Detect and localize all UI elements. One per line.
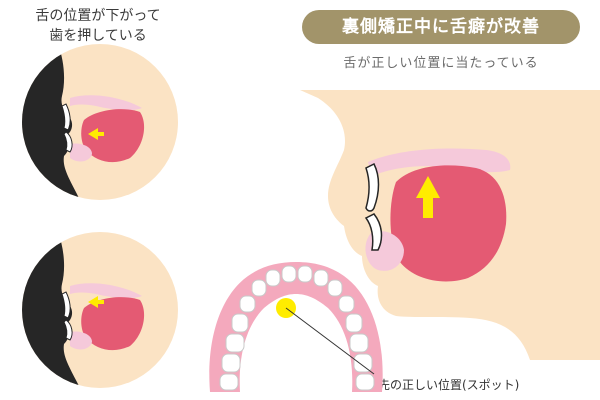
tooth-icon xyxy=(219,265,375,391)
face-silhouette-top xyxy=(22,44,80,200)
low-tongue-circle-bottom xyxy=(22,232,178,388)
dental-arch xyxy=(209,262,383,392)
improvement-badge: 裏側矯正中に舌癖が改善 xyxy=(302,10,580,44)
low-tongue-caption-line1: 舌の位置が下がって xyxy=(35,8,161,24)
spot-label: 舌先の正しい位置(スポット) xyxy=(366,378,520,392)
low-tongue-circle-top xyxy=(22,44,178,200)
spot-leader-line xyxy=(285,307,375,375)
left-arrow-icon xyxy=(88,296,104,308)
tongue-top xyxy=(81,109,145,163)
face-silhouette-bottom xyxy=(22,232,80,388)
palate-top xyxy=(70,95,142,111)
low-tongue-caption: 舌の位置が下がって 歯を押している xyxy=(18,6,178,46)
low-tongue-caption-line2: 歯を押している xyxy=(49,28,147,44)
up-arrow-icon xyxy=(416,176,440,218)
tongue-bottom xyxy=(81,297,145,351)
correct-position-subcaption: 舌が正しい位置に当たっている xyxy=(343,56,539,71)
correct-profile xyxy=(300,90,600,360)
left-arrow-icon xyxy=(88,128,104,140)
